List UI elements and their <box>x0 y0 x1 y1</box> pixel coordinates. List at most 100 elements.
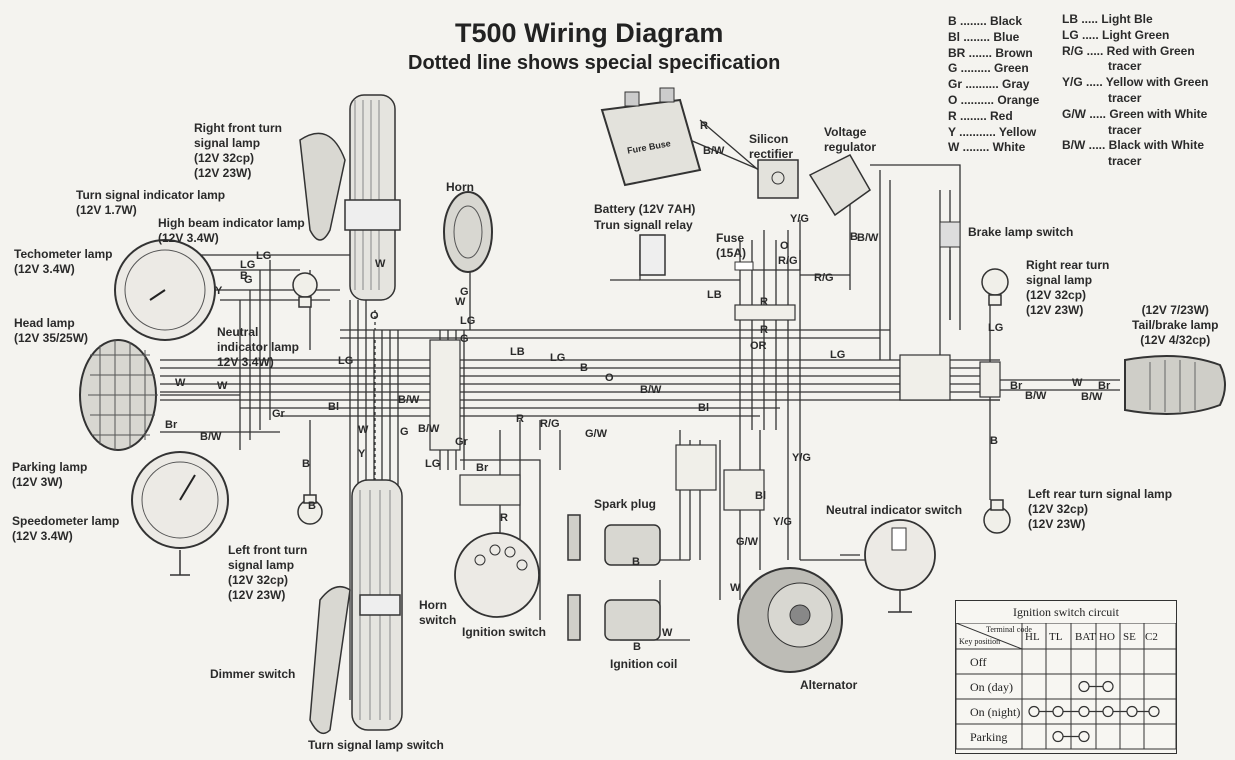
table-column-header: BAT <box>1075 631 1096 643</box>
label-neutral-indicator-switch: Neutral indicator switch <box>826 503 963 517</box>
legend-entry: O .......... Orange <box>948 93 1039 107</box>
wire-color-label: B <box>633 641 641 653</box>
horn <box>443 191 493 273</box>
tail-lamp <box>1124 355 1226 415</box>
legend-text: Y/G ..... Yellow with Green <box>1062 75 1209 90</box>
connection-terminal <box>1102 680 1114 693</box>
wire-color-label: B/W <box>1081 391 1103 403</box>
wire-color-label: O <box>370 310 379 322</box>
label-tachometer-lamp: Techometer lamp (12V 3.4W) <box>14 247 113 276</box>
label-battery: Battery (12V 7AH) <box>594 202 696 216</box>
wire-color-label: LB <box>707 289 722 301</box>
legend-entry: Y ........... Yellow <box>948 125 1036 139</box>
label-turn-relay: Trun signall relay <box>594 218 693 232</box>
label-alternator: Alternator <box>800 678 858 692</box>
legend-entry: Bl ........ Blue <box>948 30 1019 44</box>
wire-color-label: LB <box>510 346 525 358</box>
wire-color-label: LG <box>338 355 354 367</box>
head-lamp <box>79 339 158 451</box>
label-ignition-coil: Ignition coil <box>610 657 678 671</box>
label-parking-lamp: Parking lamp (12V 3W) <box>12 460 88 489</box>
wire-color-label: Br <box>1010 380 1023 392</box>
connection-terminal <box>1126 705 1138 718</box>
legend-entry-continuation: tracer <box>1108 59 1142 74</box>
voltage-regulator <box>808 154 871 217</box>
wire-color-label: OR <box>750 340 767 352</box>
connection-terminal <box>1148 705 1160 718</box>
label-spark-plug: Spark plug <box>594 497 657 511</box>
wire-color-label: W <box>217 380 228 392</box>
label-speedometer-lamp: Speedometer lamp (12V 3.4W) <box>12 514 120 543</box>
legend-text: BR ....... Brown <box>948 45 1033 60</box>
wire-color-label: B <box>308 500 316 512</box>
legend-entry: G/W ..... Green with White <box>1062 107 1207 121</box>
label-dimmer-switch: Dimmer switch <box>210 667 296 681</box>
fuse <box>734 261 754 271</box>
wire-color-label: Y/G <box>792 452 811 464</box>
turn-relay <box>639 234 666 276</box>
legend-entry-continuation: tracer <box>1108 91 1142 105</box>
wire-color-label: Bl <box>755 490 766 502</box>
label-horn-switch: Horn switch <box>419 598 457 627</box>
connection-terminal <box>1102 705 1114 718</box>
wire-color-label: W <box>1072 377 1083 389</box>
connection-terminal <box>1078 680 1090 693</box>
label-neutral-indicator-lamp: Neutral indicator lamp 12V 3.4W) <box>217 325 300 369</box>
connection-terminal <box>1078 730 1090 743</box>
right-handlebar <box>299 94 401 301</box>
ignition-table-caption: Ignition switch circuit <box>1013 605 1119 619</box>
ignition-switch <box>454 532 540 618</box>
connection-terminal <box>1078 705 1090 718</box>
wire-color-label: Y <box>215 285 223 297</box>
wire-color-label: R <box>516 413 524 425</box>
harness-wire <box>689 139 761 171</box>
table-column-header: SE <box>1123 631 1136 643</box>
label-right-front-turn-lamp: Right front turn signal lamp (12V 32cp) … <box>194 121 282 180</box>
legend-text: LG ..... Light Green <box>1062 27 1170 42</box>
wire-color-label: Y <box>358 448 366 460</box>
legend-entry: R ........ Red <box>948 109 1013 123</box>
wire-color-label: Bl <box>698 402 709 414</box>
legend-text: LB ..... Light Ble <box>1062 12 1153 26</box>
label-fuse: Fuse (15A) <box>716 231 747 260</box>
wire-color-label: LG <box>830 349 846 361</box>
table-row-label: On (day) <box>970 680 1013 694</box>
ignition-coils <box>604 524 661 641</box>
table-column-header: C2 <box>1145 631 1158 643</box>
connection-terminal <box>1052 730 1064 743</box>
wire-color-label: Bl <box>328 401 339 413</box>
wire-color-label: Y/G <box>773 516 792 528</box>
label-ignition-switch: Ignition switch <box>462 625 546 639</box>
legend-entry: B ........ Black <box>948 14 1022 28</box>
wire-color-label: Br <box>165 419 178 431</box>
wire-color-label: G <box>460 286 469 298</box>
wire-color-label: Y/G <box>790 213 809 225</box>
wire-color-label: Gr <box>272 408 285 420</box>
legend-entry: Y/G ..... Yellow with Green <box>1062 75 1208 89</box>
legend-entry-continuation: tracer <box>1108 122 1142 137</box>
label-turn-signal-switch: Turn signal lamp switch <box>308 738 444 752</box>
table-row-label: Off <box>970 655 987 669</box>
wire-color-label: B/W <box>640 384 662 396</box>
label-head-lamp: Head lamp (12V 35/25W) <box>14 316 89 345</box>
spark-plugs <box>567 514 581 641</box>
legend-text: O .......... Orange <box>948 93 1040 107</box>
legend-text: B ........ Black <box>948 14 1023 28</box>
legend-text: G ......... Green <box>948 61 1029 76</box>
diagram-subtitle: Dotted line shows special specification <box>408 52 781 74</box>
wire-color-label: W <box>175 377 186 389</box>
table-corner-bottom: Key position <box>959 637 1001 646</box>
wire-color-label: R <box>500 512 508 524</box>
wire-color-label: R/G <box>814 272 834 284</box>
wire-color-label: W <box>358 424 369 436</box>
label-right-rear-turn-lamp: Right rear turn signal lamp (12V 32cp) (… <box>1026 258 1110 317</box>
wire-color-label: B <box>302 458 310 470</box>
table-gridline <box>956 623 1023 650</box>
wire-color-label: R/G <box>778 255 798 267</box>
label-tail-lamp: (12V 7/23W) Tail/brake lamp (12V 4/32cp) <box>1132 303 1219 347</box>
legend-text: W ........ White <box>948 140 1026 155</box>
battery <box>600 87 702 187</box>
wire-color-label: O <box>780 240 789 252</box>
